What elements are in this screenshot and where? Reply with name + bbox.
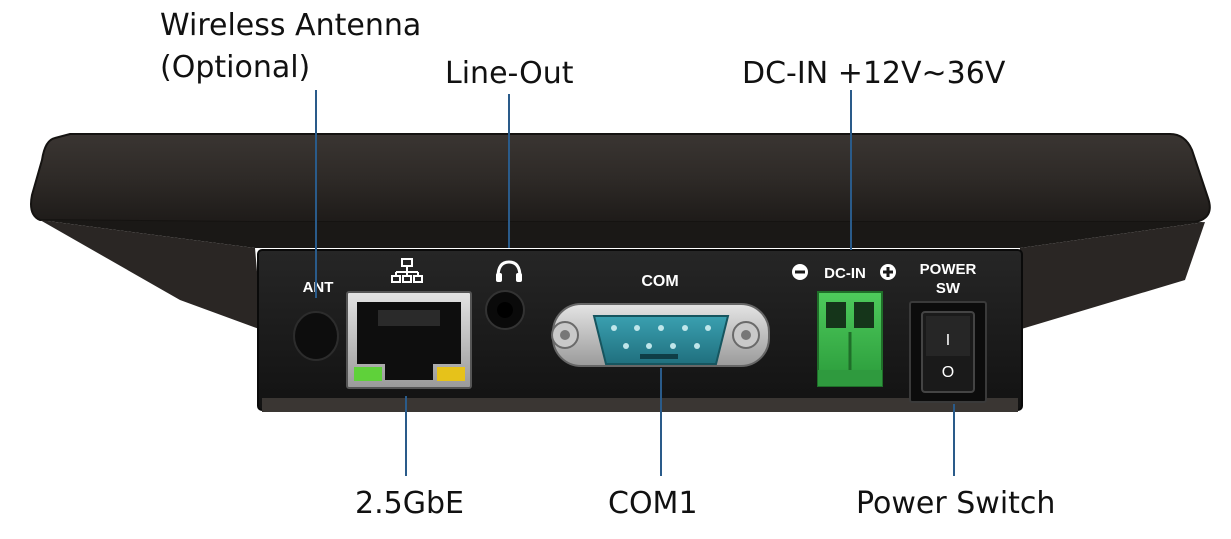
antenna-callout-line2: (Optional)	[160, 50, 311, 85]
chassis-body	[30, 133, 1211, 223]
line-out-callout: Line-Out	[445, 56, 574, 91]
power-switch-callout: Power Switch	[856, 486, 1056, 521]
chassis-lower-lip	[40, 220, 1205, 248]
power-panel-label-1: POWER	[920, 261, 977, 278]
antenna-callout-line1: Wireless Antenna	[160, 8, 422, 43]
com-panel-label: COM	[641, 273, 678, 290]
chassis-right-slope	[1018, 222, 1205, 330]
minus-circle-icon	[792, 264, 808, 280]
line-out-jack-hole	[497, 302, 513, 318]
dc-in-callout: DC-IN +12V~36V	[742, 56, 1006, 91]
plus-circle-icon	[880, 264, 896, 280]
chassis-left-slope	[40, 220, 262, 330]
io-panel-bottom-edge	[262, 398, 1018, 412]
power-rocker-switch	[909, 301, 987, 403]
dc-in-terminal-block	[817, 291, 883, 387]
power-panel-label-2: SW	[936, 280, 961, 297]
dc-in-panel-label: DC-IN	[824, 265, 866, 282]
db9-connector	[551, 303, 770, 367]
lan-port	[346, 291, 472, 389]
switch-off-mark: O	[942, 364, 954, 381]
switch-on-mark: I	[946, 332, 950, 349]
lan-callout: 2.5GbE	[355, 486, 464, 521]
headphone-icon	[496, 260, 522, 282]
com1-callout: COM1	[608, 486, 698, 521]
antenna-port	[293, 311, 339, 361]
lan-led-green	[354, 367, 382, 381]
lan-led-yellow	[437, 367, 465, 381]
ant-label: ANT	[303, 279, 334, 296]
network-icon	[391, 258, 423, 283]
